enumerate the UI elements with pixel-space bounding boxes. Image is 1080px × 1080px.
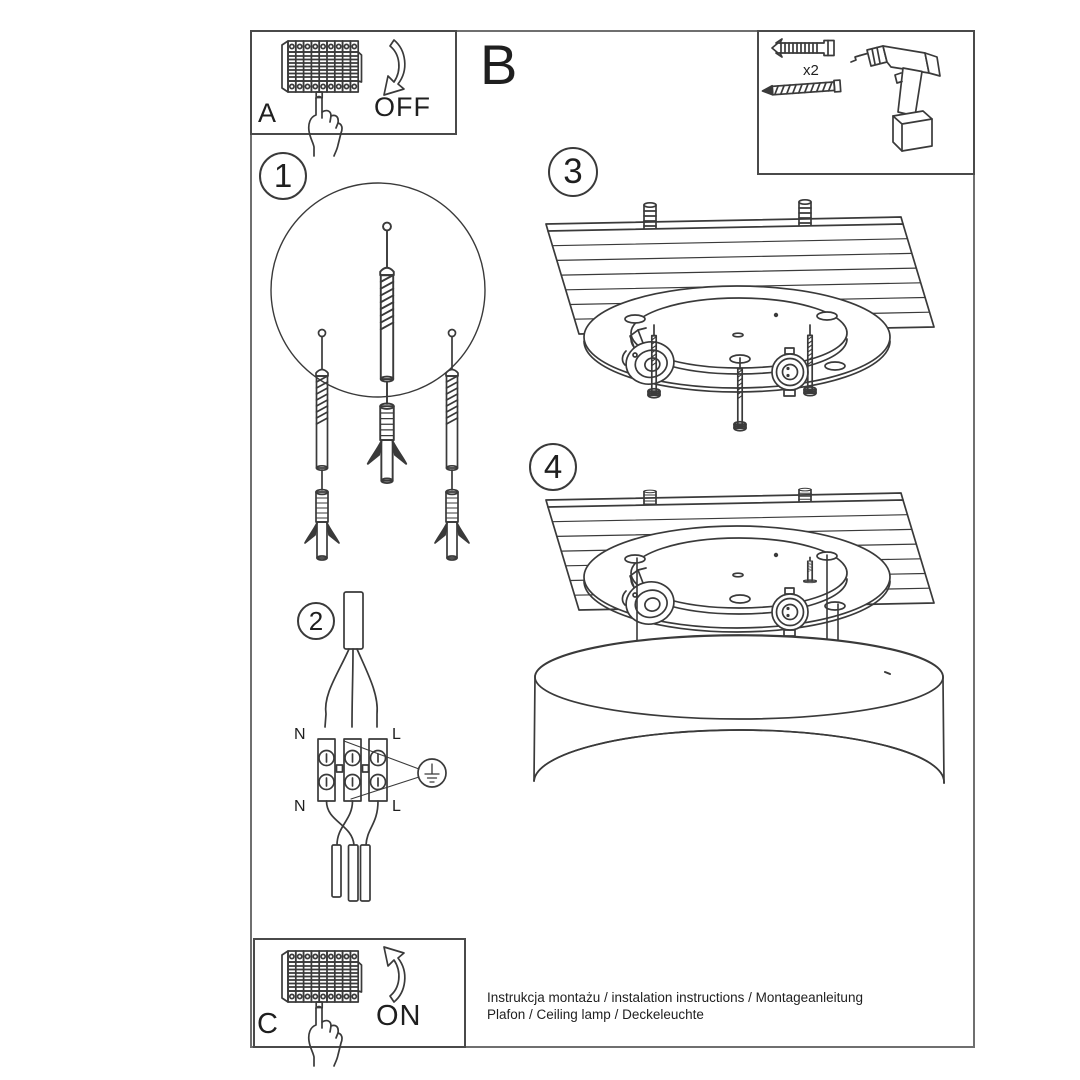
panel-b-label: B: [480, 33, 518, 96]
screw-icon: [761, 79, 842, 96]
step1-illustration: [270, 182, 486, 561]
step3-illustration: [545, 198, 935, 432]
step1-number: 1: [273, 157, 293, 194]
ground-symbol: [343, 740, 447, 800]
step3-number: 3: [563, 152, 583, 191]
step2-illustration: [317, 591, 447, 902]
terminal-n-top: N: [294, 726, 306, 743]
footer-product-line: Plafon / Ceiling lamp / Deckeleuchte: [487, 1007, 704, 1022]
lamp-shade: [533, 634, 945, 784]
step3-badge: 3: [548, 147, 598, 197]
step2-number: 2: [308, 605, 324, 636]
footer-title-line: Instrukcja montażu / instalation instruc…: [487, 990, 863, 1005]
terminal-l-bottom: L: [392, 798, 401, 815]
drill-icon: [850, 45, 941, 152]
dowel-quantity: x2: [803, 62, 819, 79]
terminal-n-bottom: N: [294, 798, 306, 815]
wall-plug-icon: [771, 38, 835, 58]
terminal-l-top: L: [392, 726, 401, 743]
step4-badge: 4: [529, 443, 577, 491]
main-border: [250, 30, 975, 1048]
panel-a-label: A: [258, 98, 277, 128]
step4-number: 4: [543, 448, 563, 485]
panel-c-state: ON: [376, 1000, 422, 1032]
panel-c-label: C: [257, 1008, 278, 1040]
step2-badge: 2: [297, 602, 335, 640]
step1-badge: 1: [259, 152, 307, 200]
step4-illustration: [533, 487, 945, 784]
panel-a-state: OFF: [374, 92, 431, 122]
